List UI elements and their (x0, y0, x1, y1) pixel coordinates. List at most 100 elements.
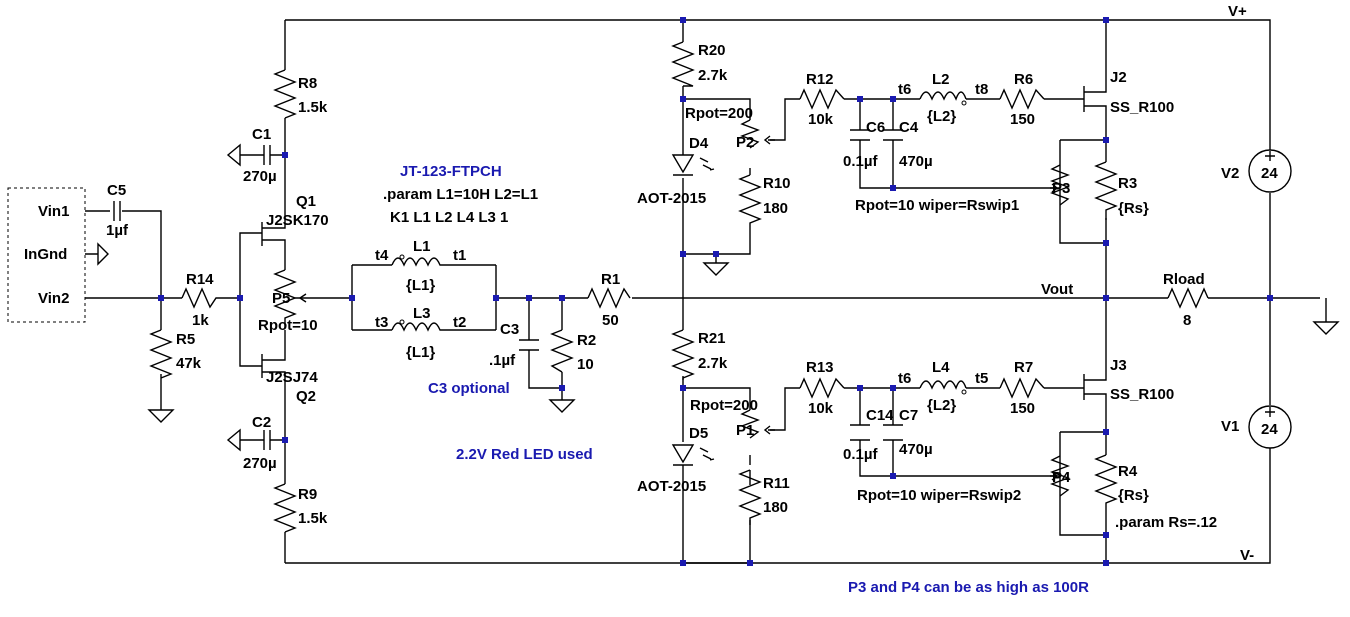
q1-label: Q1 (296, 193, 316, 210)
c14-value: 0.1µf (843, 446, 878, 463)
r12-label: R12 (806, 71, 834, 88)
r9-label: R9 (298, 486, 317, 503)
c7-symbol (883, 424, 903, 441)
led-note: 2.2V Red LED used (456, 446, 593, 463)
j2-symbol (1070, 62, 1107, 112)
j2-label: J2 (1110, 69, 1127, 86)
inductors (391, 91, 967, 390)
vin1-label: Vin1 (38, 203, 69, 220)
t6-lower-label: t6 (898, 370, 911, 387)
t2-label: t2 (453, 314, 466, 331)
v2-label: V2 (1221, 165, 1239, 182)
phase-dots (399, 100, 967, 395)
r21-label: R21 (698, 330, 726, 347)
wiper-arrows (299, 135, 1059, 481)
r20-symbol (671, 41, 695, 87)
rs-param: .param Rs=.12 (1115, 514, 1217, 531)
r12-value: 10k (808, 111, 834, 128)
c4-label: C4 (899, 119, 919, 136)
jfets-output (1070, 62, 1107, 402)
r11-value: 180 (763, 499, 788, 516)
c2-label: C2 (252, 414, 271, 431)
c14-label: C14 (866, 407, 894, 424)
r6-label: R6 (1014, 71, 1033, 88)
labels: V+ V- Vout Vin1 InGnd Vin2 C5 1µf R14 1k… (24, 3, 1278, 596)
p1-value: Rpot=200 (690, 397, 758, 414)
r5-label: R5 (176, 331, 195, 348)
ground-icon (702, 262, 730, 276)
vplus-rail (285, 19, 1271, 150)
t1-label: t1 (453, 247, 466, 264)
j3-label: J3 (1110, 357, 1127, 374)
r20-label: R20 (698, 42, 726, 59)
c6-symbol (850, 129, 870, 141)
r1-label: R1 (601, 271, 620, 288)
r1-value: 50 (602, 312, 619, 329)
c3-value: .1µf (489, 352, 516, 369)
c7-value: 470µ (899, 441, 933, 458)
r13-symbol (799, 377, 845, 399)
r14-symbol (181, 287, 218, 309)
d5-label: D5 (689, 425, 708, 442)
c4-symbol (883, 129, 903, 141)
resistors (149, 41, 1209, 533)
r10-value: 180 (763, 200, 788, 217)
ground-icon (147, 409, 175, 423)
leds (671, 154, 715, 466)
r5-value: 47k (176, 355, 202, 372)
r3-label: R3 (1118, 175, 1137, 192)
r6-value: 150 (1010, 111, 1035, 128)
r7-value: 150 (1010, 400, 1035, 417)
d5-symbol (671, 444, 695, 466)
l1-value: {L1} (406, 277, 435, 294)
q2-value: J2SJ74 (266, 369, 318, 386)
r7-symbol (999, 377, 1045, 399)
c5-label: C5 (107, 182, 126, 199)
t6-upper-label: t6 (898, 81, 911, 98)
r10-label: R10 (763, 175, 791, 192)
vin2-label: Vin2 (38, 290, 69, 307)
input-connector-box (7, 187, 86, 323)
d5-value: AOT-2015 (637, 478, 706, 495)
p2-value: Rpot=200 (685, 105, 753, 122)
r14-value: 1k (192, 312, 209, 329)
transformer-title: JT-123-FTPCH (400, 163, 502, 180)
c3-symbol (519, 339, 539, 351)
t8-label: t8 (975, 81, 988, 98)
r1-symbol (587, 287, 631, 309)
r3-symbol (1094, 161, 1118, 220)
r20-value: 2.7k (698, 67, 728, 84)
r2-label: R2 (577, 332, 596, 349)
r12-symbol (799, 88, 845, 110)
c5-symbol (113, 201, 121, 221)
r6-symbol (999, 88, 1045, 110)
p5-value: Rpot=10 (258, 317, 318, 334)
r9-symbol (273, 483, 297, 533)
ingnd-ground-icon (85, 242, 109, 266)
p5-label: P5 (272, 290, 290, 307)
voltage-sources (1248, 149, 1292, 449)
c2-symbol (226, 428, 271, 452)
r8-value: 1.5k (298, 99, 328, 116)
r10-symbol (738, 174, 762, 230)
v1-value: 24 (1261, 421, 1278, 438)
p4-value: Rpot=10 wiper=Rswip2 (857, 487, 1021, 504)
c1-label: C1 (252, 126, 271, 143)
p5-symbol (273, 269, 297, 328)
d4-value: AOT-2015 (637, 190, 706, 207)
c5-value: 1µf (106, 222, 129, 239)
c6-label: C6 (866, 119, 885, 136)
p2-label: P2 (736, 134, 754, 151)
c3-note: C3 optional (428, 380, 510, 397)
r5-symbol (149, 329, 173, 379)
jfets-input (261, 215, 286, 384)
l3-label: L3 (413, 305, 431, 322)
c1-symbol (226, 143, 271, 167)
v2-value: 24 (1261, 165, 1278, 182)
p3-label: P3 (1052, 180, 1070, 197)
c2-value: 270µ (243, 455, 277, 472)
r7-label: R7 (1014, 359, 1033, 376)
v1-symbol (1248, 405, 1292, 449)
vplus-label: V+ (1228, 3, 1247, 20)
